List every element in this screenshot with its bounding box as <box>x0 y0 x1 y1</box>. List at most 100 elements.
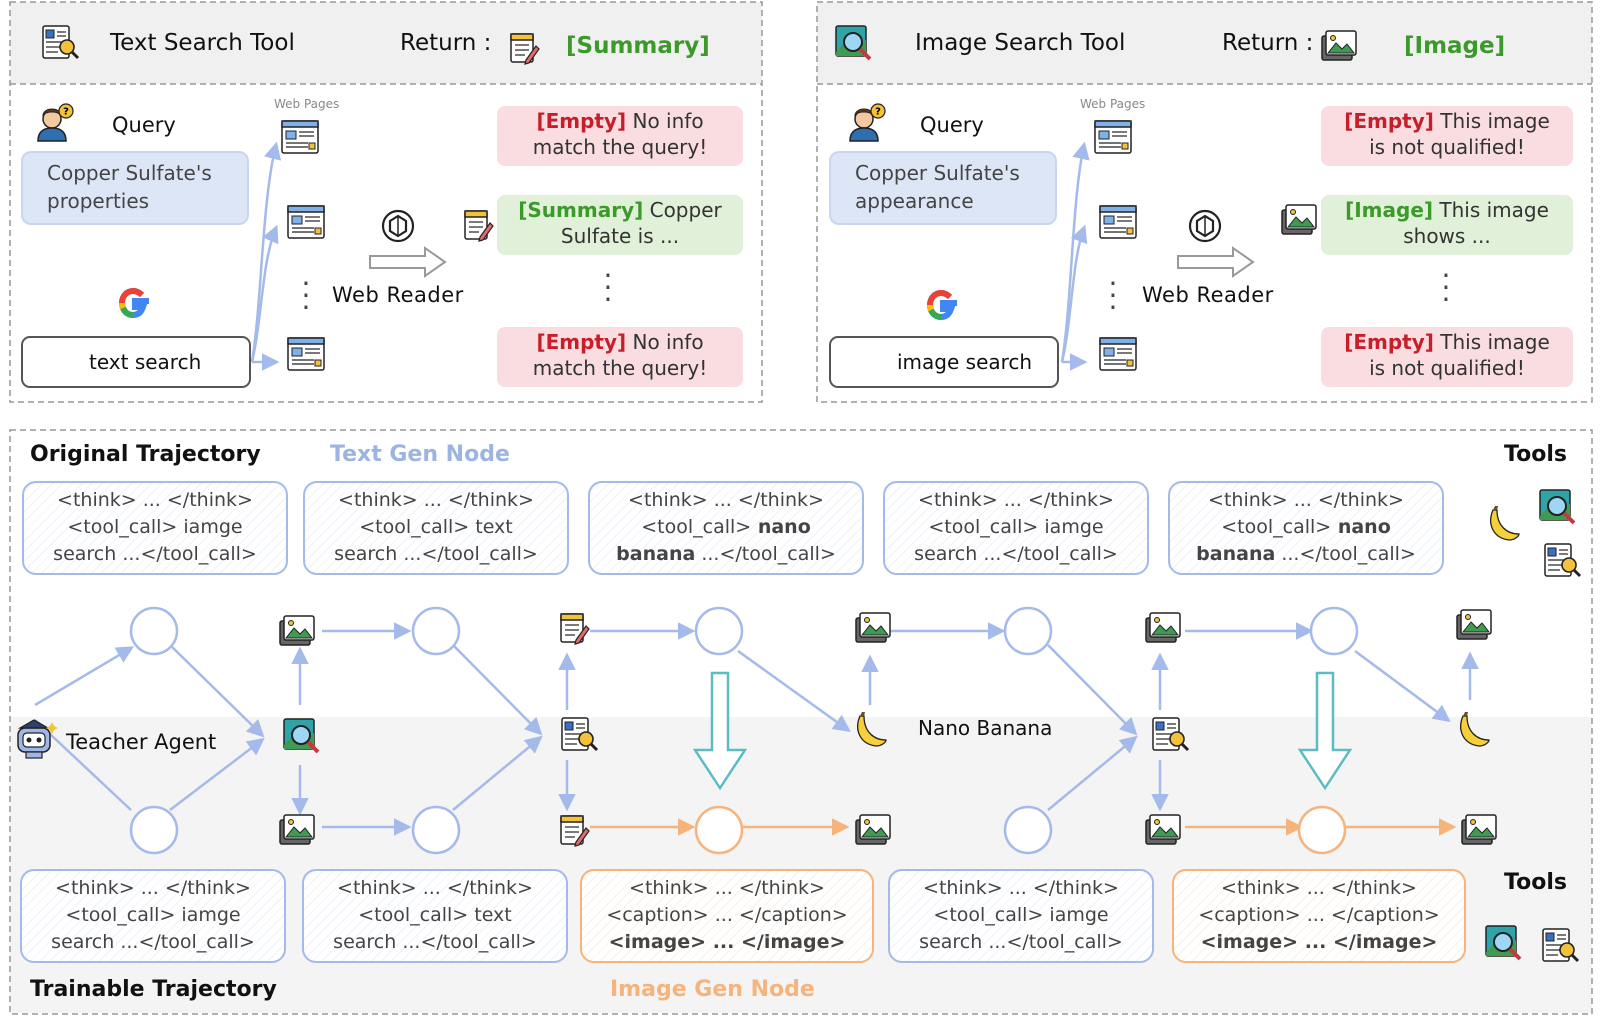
original-step-box: <think> ... </think> <tool_call> iamge s… <box>22 481 288 575</box>
image-tool-branches <box>1060 141 1090 371</box>
webpage-icon <box>1094 120 1132 154</box>
text-search-input[interactable]: text search <box>21 336 251 388</box>
text-tool-title: Text Search Tool <box>110 30 295 56</box>
result-tag: [Empty] <box>1344 109 1434 133</box>
trainable-image-box: <think> ... </think> <caption> ... </cap… <box>1172 869 1466 963</box>
web-reader-label: Web Reader <box>332 283 464 307</box>
ellipsis-vertical: ··· <box>1108 267 1118 324</box>
webpage-icon <box>1099 205 1137 239</box>
result-text: match the query! <box>532 356 708 380</box>
search-text: text search <box>89 350 202 374</box>
image-result-icon <box>1456 609 1492 640</box>
banana-icon <box>1490 505 1520 541</box>
image-search-input[interactable]: image search <box>829 336 1059 388</box>
text-gen-node-label: Text Gen Node <box>330 442 510 467</box>
image-search-tool-icon <box>1484 924 1522 961</box>
result-text: No info <box>626 109 704 133</box>
webpage-icon <box>287 205 325 239</box>
result-text: Copper <box>643 198 722 222</box>
original-step-box: <think> ... </think> <tool_call> nano ba… <box>588 481 864 575</box>
summary-doc-icon <box>464 210 494 242</box>
query-label: Query <box>112 113 176 137</box>
trainable-step-box: <think> ... </think> <tool_call> iamge s… <box>20 869 286 963</box>
query-box: Copper Sulfate's properties <box>21 151 249 225</box>
nano-banana-label: Nano Banana <box>918 716 1053 740</box>
trajectory-blue-edges <box>34 622 1479 836</box>
image-result-icon <box>1145 814 1181 845</box>
image-search-tool-icon <box>1538 488 1576 525</box>
text-gen-node <box>1309 606 1359 656</box>
text-tool-return-label: Return : <box>400 30 492 56</box>
webpage-icon <box>287 337 325 371</box>
image-result-icon <box>1281 204 1317 235</box>
original-trajectory-title: Original Trajectory <box>30 442 261 467</box>
ellipsis-vertical: ··· <box>301 267 311 324</box>
user-icon <box>37 103 74 142</box>
result-text: This image <box>1433 198 1549 222</box>
tools-label-top: Tools <box>1504 442 1567 467</box>
query-label: Query <box>920 113 984 137</box>
image-gen-node-label: Image Gen Node <box>610 977 815 1002</box>
conversion-arrow-1 <box>692 671 748 791</box>
image-tool-return-label: Return : <box>1222 30 1314 56</box>
google-icon <box>930 293 957 317</box>
image-result-icon <box>855 612 891 643</box>
result-text: This image <box>1433 330 1550 354</box>
result-tag: [Empty] <box>1344 330 1434 354</box>
ellipsis-vertical: ··· <box>1441 259 1451 316</box>
text-gen-node <box>1003 805 1053 855</box>
original-step-box: <think> ... </think> <tool_call> iamge s… <box>883 481 1149 575</box>
result-text: match the query! <box>532 135 708 159</box>
original-step-box: <think> ... </think> <tool_call> text se… <box>303 481 569 575</box>
tools-label-bottom: Tools <box>1504 870 1567 895</box>
original-step-box: <think> ... </think> <tool_call> nano ba… <box>1168 481 1444 575</box>
web-pages-label: Web Pages <box>1080 97 1146 111</box>
user-icon <box>849 103 886 142</box>
result-tag: [Image] <box>1345 198 1434 222</box>
result-tag: [Summary] <box>518 198 644 222</box>
text-gen-node <box>129 606 179 656</box>
query-box: Copper Sulfate's appearance <box>829 151 1057 225</box>
image-result-icon <box>279 814 315 845</box>
teacher-agent-label: Teacher Agent <box>66 730 217 754</box>
text-tool-panel <box>9 1 763 403</box>
text-search-tool-icon <box>1543 542 1582 578</box>
conversion-arrow-2 <box>1297 671 1353 791</box>
result-text: is not qualified! <box>1369 356 1525 380</box>
text-gen-node <box>129 805 179 855</box>
web-reader-arrow-image <box>1177 246 1255 278</box>
text-gen-node <box>411 805 461 855</box>
image-search-tool-icon <box>834 24 872 61</box>
image-result-icon <box>1461 814 1497 845</box>
image-gen-node <box>694 805 744 855</box>
image-search-tool-icon <box>282 717 320 754</box>
trainable-trajectory-title: Trainable Trajectory <box>30 977 277 1002</box>
openai-icon <box>1188 209 1222 243</box>
result-text: This image <box>1433 109 1550 133</box>
image-return-icon <box>1321 30 1357 61</box>
text-tool-branches <box>250 141 282 371</box>
ellipsis-vertical: ··· <box>603 259 613 316</box>
result-text: No info <box>626 330 704 354</box>
image-tool-title: Image Search Tool <box>915 30 1126 56</box>
webpage-icon <box>281 120 319 154</box>
text-gen-node <box>694 606 744 656</box>
image-tool-return-value: [Image] <box>1404 33 1506 59</box>
result-tag: [Empty] <box>536 330 627 354</box>
openai-icon <box>381 209 415 243</box>
google-icon <box>122 291 149 315</box>
text-gen-node <box>411 606 461 656</box>
search-text: image search <box>897 350 1033 374</box>
webpage-icon <box>1099 337 1137 371</box>
trainable-step-box: <think> ... </think> <tool_call> iamge s… <box>888 869 1154 963</box>
result-text: Sulfate is ... <box>560 224 680 248</box>
image-gen-node <box>1297 805 1347 855</box>
image-gen-nodes <box>694 805 1347 855</box>
trainable-image-box: <think> ... </think> <caption> ... </cap… <box>580 869 874 963</box>
